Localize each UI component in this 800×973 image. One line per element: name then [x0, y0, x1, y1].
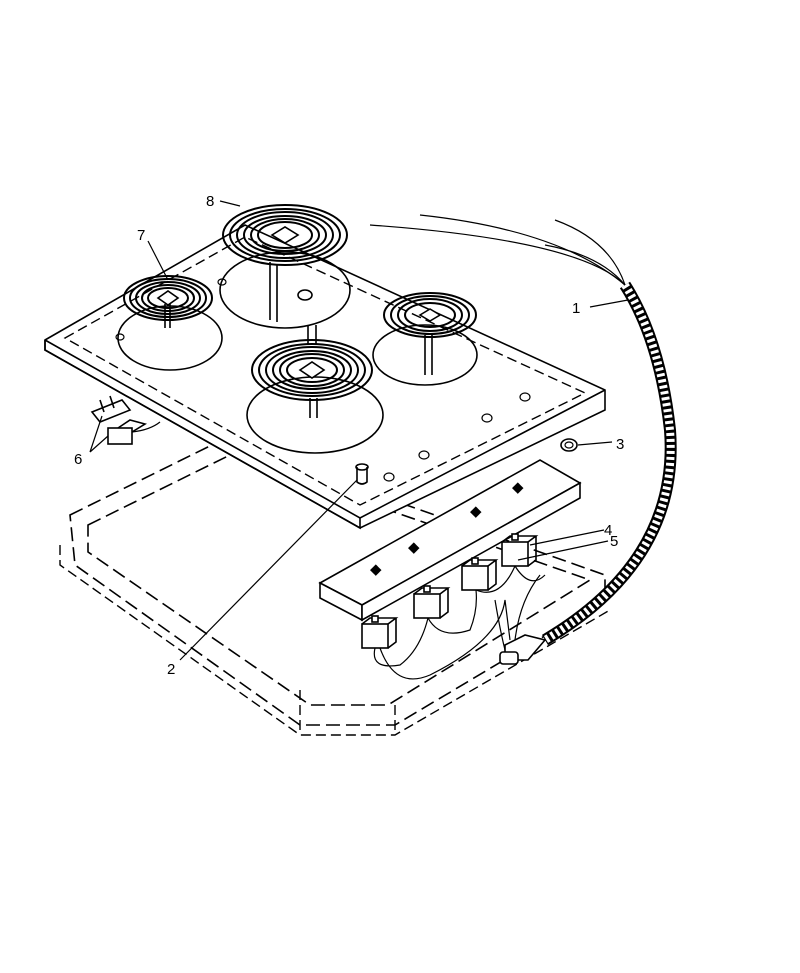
- callout-8: 8: [206, 193, 214, 210]
- control-panel-bar: ◆ ◆ ◆ ◆: [318, 459, 582, 622]
- svg-text:◆: ◆: [470, 503, 482, 520]
- part-4-switches: [361, 533, 539, 649]
- svg-text:◆: ◆: [370, 561, 382, 578]
- switch-4: [501, 533, 539, 567]
- cooktop-top: [44, 224, 606, 530]
- callout-4: 4: [604, 522, 612, 539]
- part-5-terminal-block: [499, 634, 547, 665]
- callout-labels: 1 2 3 4 5 6 7 8: [74, 193, 624, 678]
- element-small-right: [383, 292, 477, 375]
- switch-3: [461, 557, 499, 591]
- element-large-rear: [222, 204, 348, 322]
- svg-text:◆: ◆: [408, 539, 420, 556]
- callout-6: 6: [74, 451, 82, 468]
- part-1-power-cord: [369, 214, 677, 646]
- callout-5: 5: [610, 533, 618, 550]
- callout-7: 7: [137, 227, 145, 244]
- element-large-front: [251, 325, 373, 418]
- part-3-knob: [560, 438, 578, 452]
- callout-leaders: [89, 200, 629, 661]
- callout-2: 2: [167, 661, 175, 678]
- part-2-pin: [355, 463, 369, 485]
- switch-2: [413, 585, 451, 619]
- internal-wiring: [373, 565, 546, 680]
- switch-1: [361, 615, 399, 649]
- callout-3: 3: [616, 436, 624, 453]
- part-6-clips: [90, 395, 161, 445]
- svg-text:◆: ◆: [512, 479, 524, 496]
- callout-1: 1: [572, 300, 580, 317]
